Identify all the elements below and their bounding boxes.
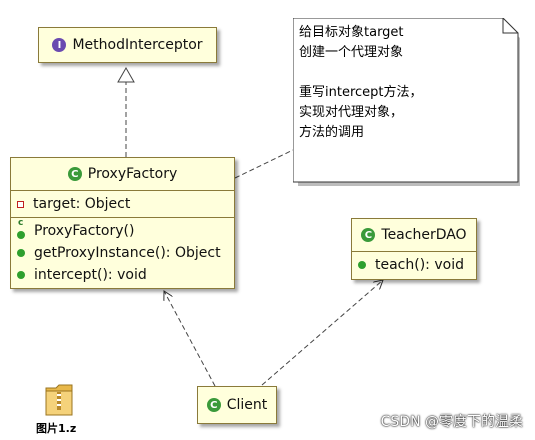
- interface-icon: I: [52, 38, 67, 52]
- note-line: 创建一个代理对象: [299, 45, 404, 60]
- private-field-icon: [17, 200, 24, 208]
- teacherdao-methods: teach(): void: [352, 251, 476, 278]
- client-class[interactable]: C Client: [197, 386, 277, 424]
- folder-zip-icon[interactable]: [44, 382, 76, 422]
- public-method-icon: [17, 271, 25, 279]
- comment-note: 给目标对象target 创建一个代理对象 重写intercept方法， 实现对代…: [293, 18, 520, 186]
- realization-arrowhead: [117, 66, 135, 83]
- proxyfactory-fields: target: Object: [11, 190, 234, 217]
- class-icon: C: [67, 167, 82, 181]
- methodinterceptor-name: MethodInterceptor: [72, 37, 203, 53]
- class-icon: C: [206, 398, 221, 412]
- client-name: Client: [226, 397, 268, 413]
- constructor-icon: c: [17, 218, 25, 239]
- note-line: 方法的调用: [299, 125, 365, 140]
- file-label[interactable]: 图片1.z: [36, 422, 77, 435]
- method-row: c ProxyFactory(): [17, 218, 228, 242]
- note-anchor-line: [234, 149, 294, 179]
- client-to-proxyfactory-dependency: [164, 291, 216, 387]
- watermark: CSDN @零度下的温柔: [380, 414, 523, 430]
- teacherdao-name: TeacherDAO: [381, 227, 467, 243]
- class-icon: C: [361, 228, 376, 242]
- client-to-teacherdao-dependency: [261, 280, 383, 386]
- method-row: getProxyInstance(): Object: [17, 242, 228, 264]
- note-line: 实现对代理对象，: [299, 105, 404, 120]
- method-intercept: intercept(): void: [34, 267, 147, 283]
- proxyfactory-header: C ProxyFactory: [11, 158, 234, 190]
- note-line: [299, 63, 423, 83]
- note-text: 给目标对象target 创建一个代理对象 重写intercept方法， 实现对代…: [299, 23, 423, 143]
- note-line: 给目标对象target: [299, 25, 404, 40]
- methodinterceptor-interface[interactable]: I MethodInterceptor: [38, 27, 217, 63]
- teacherdao-class[interactable]: C TeacherDAO teach(): void: [351, 218, 477, 280]
- method-row: intercept(): void: [17, 264, 228, 286]
- constructor-mark: c: [18, 218, 24, 228]
- methodinterceptor-header: I MethodInterceptor: [39, 28, 216, 62]
- teacherdao-header: C TeacherDAO: [352, 219, 476, 251]
- field-target: target: Object: [33, 196, 131, 212]
- public-method-icon: [17, 249, 25, 257]
- proxyfactory-methods: c ProxyFactory() getProxyInstance(): Obj…: [11, 217, 234, 288]
- method-row: teach(): void: [358, 254, 470, 276]
- public-method-icon: [358, 261, 366, 269]
- proxyfactory-name: ProxyFactory: [87, 166, 178, 182]
- note-line: 重写intercept方法，: [299, 85, 423, 100]
- client-header: C Client: [198, 387, 276, 423]
- proxyfactory-class[interactable]: C ProxyFactory target: Object c ProxyFac…: [10, 157, 235, 289]
- method-teach: teach(): void: [375, 257, 464, 273]
- field-row: target: Object: [17, 193, 228, 215]
- method-getproxyinstance: getProxyInstance(): Object: [34, 245, 221, 261]
- folder-zip-graphic: [45, 384, 73, 416]
- note-shape: [293, 18, 520, 186]
- method-proxyfactory: ProxyFactory(): [34, 223, 135, 239]
